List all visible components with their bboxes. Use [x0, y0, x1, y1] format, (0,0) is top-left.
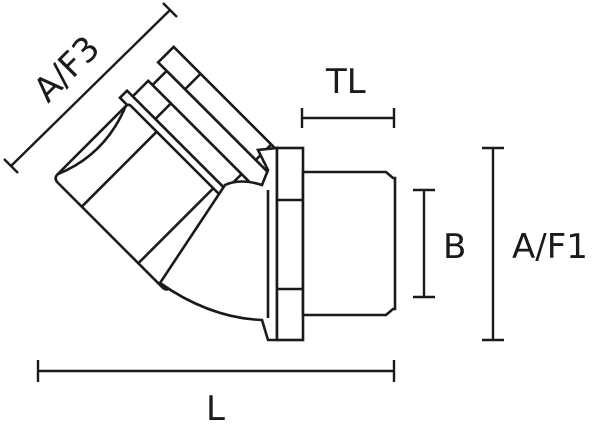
dimension-l: L — [36, 360, 396, 429]
dimension-af1: A/F1 — [482, 146, 588, 342]
label-tl: TL — [325, 62, 366, 102]
label-l: L — [206, 389, 225, 429]
dimension-b: B — [413, 188, 466, 299]
threaded-end — [301, 170, 397, 317]
label-af1: A/F1 — [512, 227, 588, 267]
right-flange — [266, 146, 305, 342]
dimension-tl: TL — [300, 62, 396, 128]
label-b: B — [443, 227, 466, 267]
label-af3: A/F3 — [26, 28, 108, 110]
